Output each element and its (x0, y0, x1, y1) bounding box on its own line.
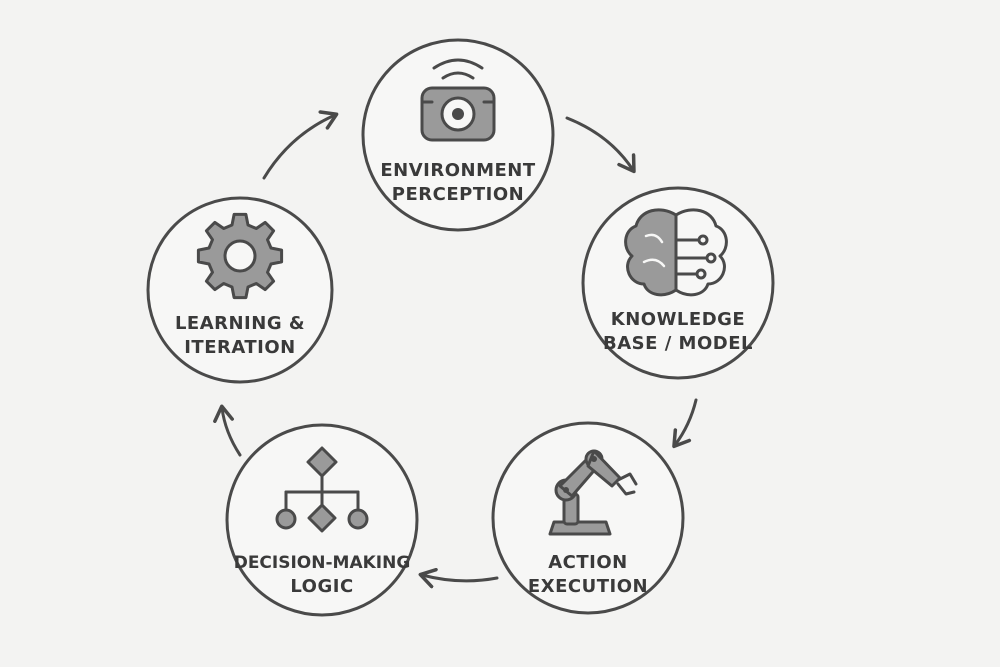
decision-tree-icon (275, 446, 369, 533)
node-label-line-2: PERCEPTION (392, 184, 524, 205)
node-label-line-1: LEARNING & (175, 313, 305, 334)
node-action-execution: ACTION EXECUTION (491, 421, 685, 615)
node-label-line-2: ITERATION (184, 337, 296, 358)
arrow-learning-to-perception (262, 110, 339, 180)
node-environment-perception: ENVIRONMENT PERCEPTION (361, 38, 555, 232)
node-learning-iteration: LEARNING & ITERATION (146, 196, 334, 384)
arrow-decision-to-learning (213, 404, 242, 457)
gear-icon (196, 212, 284, 300)
node-knowledge-base-model: KNOWLEDGE BASE / MODEL (581, 186, 775, 380)
arrow-knowledge-to-action (672, 398, 698, 449)
robot-sensor-icon (420, 58, 496, 142)
node-label-line-1: KNOWLEDGE (611, 309, 745, 330)
cycle-arrows (213, 110, 698, 589)
arrow-action-to-decision (418, 567, 499, 589)
node-decision-making-logic: DECISION-MAKING LOGIC (225, 423, 419, 617)
brain-circuit-icon (624, 208, 728, 297)
node-label-line-2: BASE / MODEL (603, 333, 753, 354)
arrow-perception-to-knowledge (565, 116, 636, 174)
node-label-line-2: EXECUTION (528, 576, 648, 597)
node-label-line-1: ENVIRONMENT (380, 160, 535, 181)
node-label-line-1: ACTION (548, 552, 627, 573)
node-circle (491, 421, 685, 615)
robotic-arm-icon (548, 449, 638, 536)
node-label-line-1: DECISION-MAKING (234, 553, 411, 573)
node-label-line-2: LOGIC (290, 576, 353, 597)
